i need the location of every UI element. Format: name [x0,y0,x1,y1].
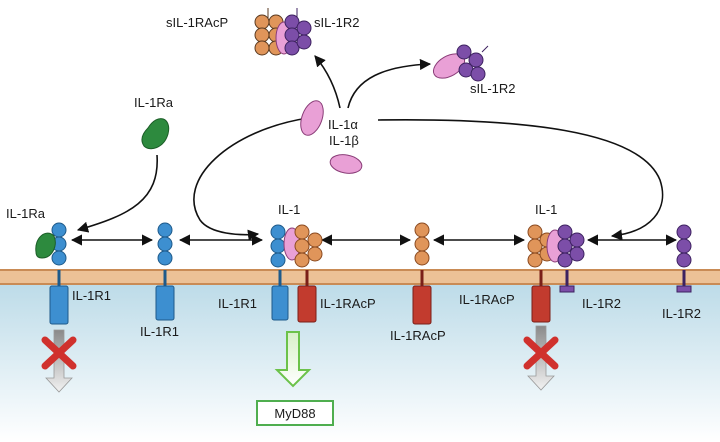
il1r2-free [676,224,692,293]
membrane [0,270,720,284]
label-il1-center: IL-1 [278,202,301,217]
cytoplasm [0,282,720,442]
soluble-complex-top [254,8,312,56]
label-il1r2-a: IL-1R2 [582,296,622,311]
il1r1-il1ra-complex [35,222,69,325]
myd88-box: MyD88 [256,400,334,426]
blocked-signal-right [523,325,559,391]
il1-decoy-complex [527,224,585,323]
il1ra-ligand [141,118,170,150]
label-il1racp-a: IL-1RAcP [320,296,376,311]
label-il1ra-top: IL-1Ra [134,95,174,110]
label-il1racp-c: IL-1RAcP [459,292,515,307]
label-sil1r2-top: sIL-1R2 [314,15,360,30]
label-il1racp-b: IL-1RAcP [390,328,446,343]
label-il1-beta: IL-1β [329,133,359,148]
myd88-label: MyD88 [274,405,316,421]
green-down-arrow-icon [274,331,312,388]
label-il1-right: IL-1 [535,202,558,217]
label-il1r1-c: IL-1R1 [218,296,258,311]
label-sil1r2-right: sIL-1R2 [470,81,516,96]
soluble-complex-right [432,44,489,82]
blocked-signal-left [41,329,77,393]
red-x-icon [41,336,77,370]
il1-signaling-complex [270,224,323,323]
interaction-arrows [70,55,678,246]
il1racp-free [412,222,432,325]
label-il1r1-b: IL-1R1 [140,324,180,339]
il1r1-free [155,222,175,321]
il1-alpha-ligand [300,100,324,136]
label-sil1racp-top: sIL-1RAcP [166,15,229,30]
label-il1r2-b: IL-1R2 [662,306,702,321]
il1-beta-ligand [329,154,363,174]
red-x-icon [523,336,559,370]
label-il1r1-a: IL-1R1 [72,288,112,303]
label-il1ra-left: IL-1Ra [6,206,46,221]
label-il1-alpha: IL-1α [328,117,358,132]
